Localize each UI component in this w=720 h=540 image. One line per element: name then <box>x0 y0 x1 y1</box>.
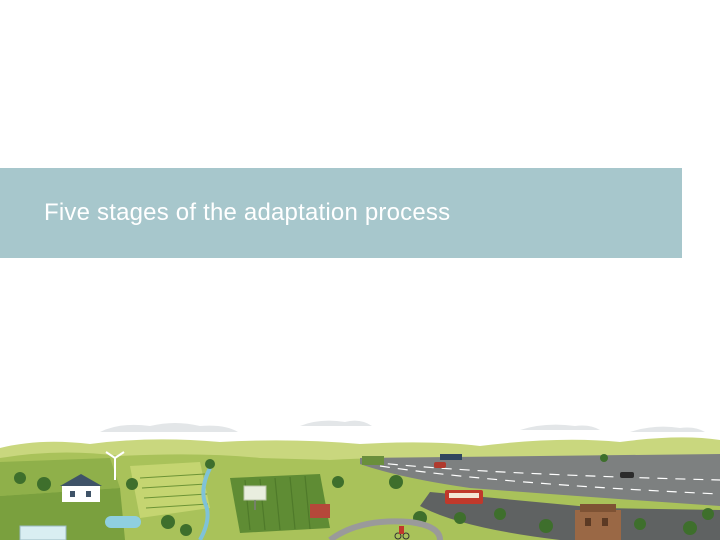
pond <box>105 516 141 528</box>
van <box>440 454 462 460</box>
motorway <box>360 454 720 540</box>
cyclist <box>394 526 410 540</box>
car <box>620 472 634 478</box>
slide-title: Five stages of the adaptation process <box>44 199 451 226</box>
car <box>434 462 446 468</box>
trees <box>14 454 714 536</box>
greenhouse <box>19 525 67 540</box>
country-road <box>328 518 443 540</box>
tower-building <box>575 504 621 540</box>
lorry <box>362 456 384 465</box>
billboard <box>243 485 267 510</box>
river <box>198 467 212 540</box>
rural-landscape-illustration <box>0 420 720 540</box>
farmhouse <box>60 474 102 502</box>
shed <box>310 504 330 518</box>
wind-turbine-icon <box>105 451 125 480</box>
clouds <box>100 420 705 432</box>
vehicles <box>362 454 634 504</box>
title-band: Five stages of the adaptation process <box>0 168 682 258</box>
